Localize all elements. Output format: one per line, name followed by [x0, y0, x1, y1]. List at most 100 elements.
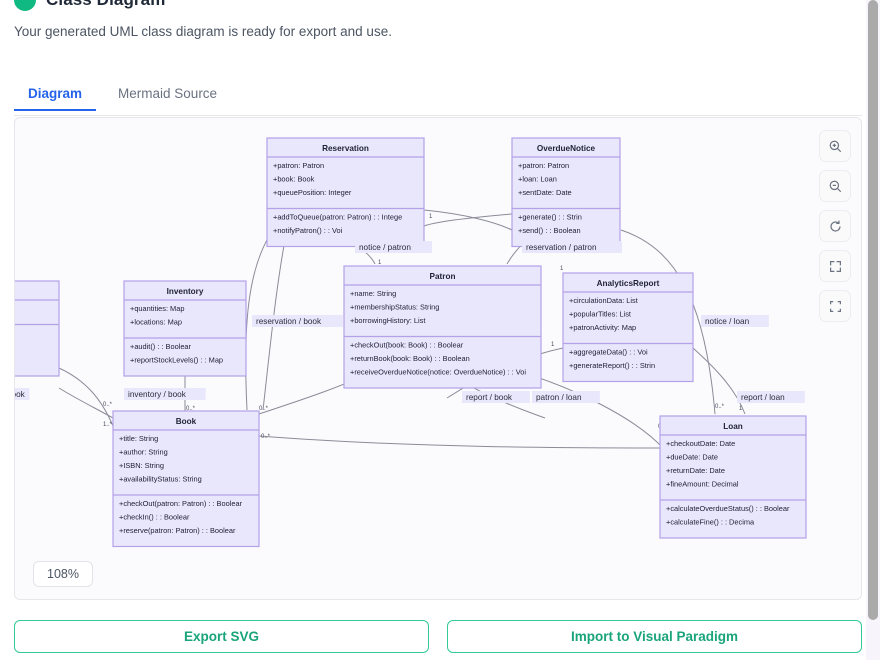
uml-class-method: +returnBook(book: Book) : : Boolean [350, 354, 470, 363]
uml-class-name: Reservation [322, 144, 369, 153]
uml-class-attribute: +quantities: Map [130, 304, 184, 313]
uml-class-name: Book [176, 417, 197, 426]
uml-class-method: +checkOut(patron: Patron) : : Boolear [119, 499, 243, 508]
tab-bar: Diagram Mermaid Source [14, 84, 862, 116]
uml-class-box [343, 265, 542, 389]
footer-actions: Export SVG Import to Visual Paradigm [14, 620, 862, 653]
uml-class-attribute: +locations: Map [130, 318, 182, 327]
uml-class-method: +receiveOverdueNotice(notice: OverdueNot… [350, 368, 526, 377]
title-row: Class Diagram [14, 0, 848, 14]
reset-icon[interactable] [819, 210, 851, 242]
uml-edge-label-text: report / loan [741, 393, 785, 402]
uml-class-node[interactable]: Patron+name: String+membershipStatus: St… [343, 265, 542, 389]
uml-edge-label-bg [532, 391, 600, 403]
svg-text:1: 1 [560, 266, 564, 272]
uml-edge-label: patron / loan [532, 391, 600, 403]
uml-class-attribute: +returnDate: Date [666, 466, 725, 475]
uml-class-node[interactable]: aging) : : Lis: String) : : Listct: Stri… [15, 280, 60, 377]
uml-edge-label-bg [15, 388, 30, 400]
uml-edge-label-text: reservation / patron [526, 243, 597, 252]
uml-class-box [511, 137, 621, 248]
uml-class-node[interactable]: Inventory +quantities: Map +locations: Map… [123, 280, 247, 377]
uml-edge-label-bg [124, 388, 206, 400]
uml-class-name: AnalyticsReport [597, 279, 660, 288]
uml-edge-label-bg [355, 241, 432, 253]
uml-class-box [15, 280, 60, 377]
uml-class-method: +aggregateData() : : Voi [569, 348, 648, 357]
svg-text:0..*: 0..* [186, 406, 196, 412]
uml-class-box [123, 280, 247, 377]
canvas-toolbar [819, 130, 851, 322]
uml-class-method: +generate() : : Strin [518, 213, 582, 222]
status-dot-icon [14, 0, 36, 11]
uml-class-method: +calculateOverdueStatus() : : Boolear [666, 504, 790, 513]
uml-class-attribute: +circulationData: List [569, 296, 638, 305]
uml-edge-label: book [15, 388, 30, 400]
uml-edge-label: notice / loan [701, 315, 769, 327]
uml-class-name: Patron [430, 272, 456, 281]
uml-class-node[interactable]: Reservation +patron: Patron +book: Book +qu… [266, 137, 425, 248]
uml-edge-label-bg [252, 315, 343, 327]
svg-text:0..*: 0..* [261, 434, 271, 440]
diagram-canvas[interactable]: 1 1 1 1 1 0..* 0..* 0..* 1 0..* 1 0..* 0… [14, 117, 862, 600]
svg-text:1..*: 1..* [103, 422, 113, 428]
uml-class-box [112, 410, 260, 548]
svg-text:1: 1 [551, 342, 555, 348]
diagram-edges [58, 209, 746, 449]
uml-class-method: +generateReport() : : Strin [569, 361, 655, 370]
uml-edge-label: inventory / book [124, 388, 206, 400]
uml-edge-label-text: book [15, 390, 26, 399]
uml-class-attribute: +popularTitles: List [569, 310, 631, 319]
uml-edge-label-bg [462, 391, 530, 403]
uml-edge-label: notice / patron [355, 241, 432, 253]
uml-class-attribute: +queuePosition: Integer [273, 188, 352, 197]
uml-class-node[interactable]: Book+title: String+author: String+ISBN: … [112, 410, 260, 548]
uml-class-box [659, 415, 807, 539]
svg-text:1: 1 [378, 260, 382, 266]
uml-edge-label: report / loan [737, 391, 805, 403]
zoom-level-badge[interactable]: 108% [33, 561, 93, 587]
tab-mermaid-source[interactable]: Mermaid Source [104, 84, 231, 111]
uml-class-node[interactable]: OverdueNotice+patron: Patron+loan: Loan+… [511, 137, 621, 248]
uml-class-attribute: +title: String [119, 434, 158, 443]
uml-edge-label-bg [522, 241, 622, 253]
uml-class-node[interactable]: Loan+checkoutDate: Date+dueDate: Date+re… [659, 415, 807, 539]
svg-text:0..*: 0..* [259, 406, 269, 412]
svg-text:0..*: 0..* [103, 402, 113, 408]
uml-edge-label-bg [701, 315, 769, 327]
uml-class-attribute: +ISBN: String [119, 461, 164, 470]
tab-diagram[interactable]: Diagram [14, 84, 96, 111]
diagram-class-nodes: Reservation +patron: Patron +book: Book +qu… [15, 137, 807, 548]
import-visual-paradigm-button[interactable]: Import to Visual Paradigm [447, 620, 862, 653]
uml-edge-label-text: patron / loan [536, 393, 582, 402]
uml-class-attribute: +patron: Patron [518, 161, 569, 170]
fit-screen-icon[interactable] [819, 250, 851, 282]
uml-class-attribute: +borrowingHistory: List [350, 316, 425, 325]
uml-class-attribute: +patronActivity: Map [569, 323, 636, 332]
uml-edge-label: reservation / patron [522, 241, 622, 253]
uml-class-node[interactable]: AnalyticsReport +circulationData: List +po… [562, 272, 694, 383]
page-subtitle: Your generated UML class diagram is read… [14, 24, 392, 39]
uml-edge-label-text: reservation / book [256, 317, 322, 326]
fullscreen-icon[interactable] [819, 290, 851, 322]
uml-class-attribute: +book: Book [273, 175, 315, 184]
uml-class-attribute: +availabilityStatus: String [119, 475, 202, 484]
export-svg-button[interactable]: Export SVG [14, 620, 429, 653]
zoom-out-icon[interactable] [819, 170, 851, 202]
zoom-in-icon[interactable] [819, 130, 851, 162]
page-scrollbar-thumb[interactable] [868, 0, 878, 620]
uml-edge-label-text: inventory / book [128, 390, 187, 399]
uml-edge-label-text: report / book [466, 393, 513, 402]
uml-class-method: +send() : : Boolean [518, 226, 581, 235]
uml-class-attribute: +patron: Patron [273, 161, 324, 170]
uml-class-method: +calculateFine() : : Decima [666, 518, 755, 527]
uml-class-method: +reportStockLevels() : : Map [130, 356, 223, 365]
uml-edge-label-text: notice / patron [359, 243, 411, 252]
svg-text:1: 1 [739, 406, 743, 412]
uml-class-method: +audit() : : Boolear [130, 342, 192, 351]
uml-class-method: +addToQueue(patron: Patron) : : Intege [273, 213, 402, 222]
page-scrollbar-track[interactable] [866, 0, 880, 660]
uml-class-attribute: +membershipStatus: String [350, 303, 439, 312]
uml-class-name: Inventory [167, 287, 204, 296]
